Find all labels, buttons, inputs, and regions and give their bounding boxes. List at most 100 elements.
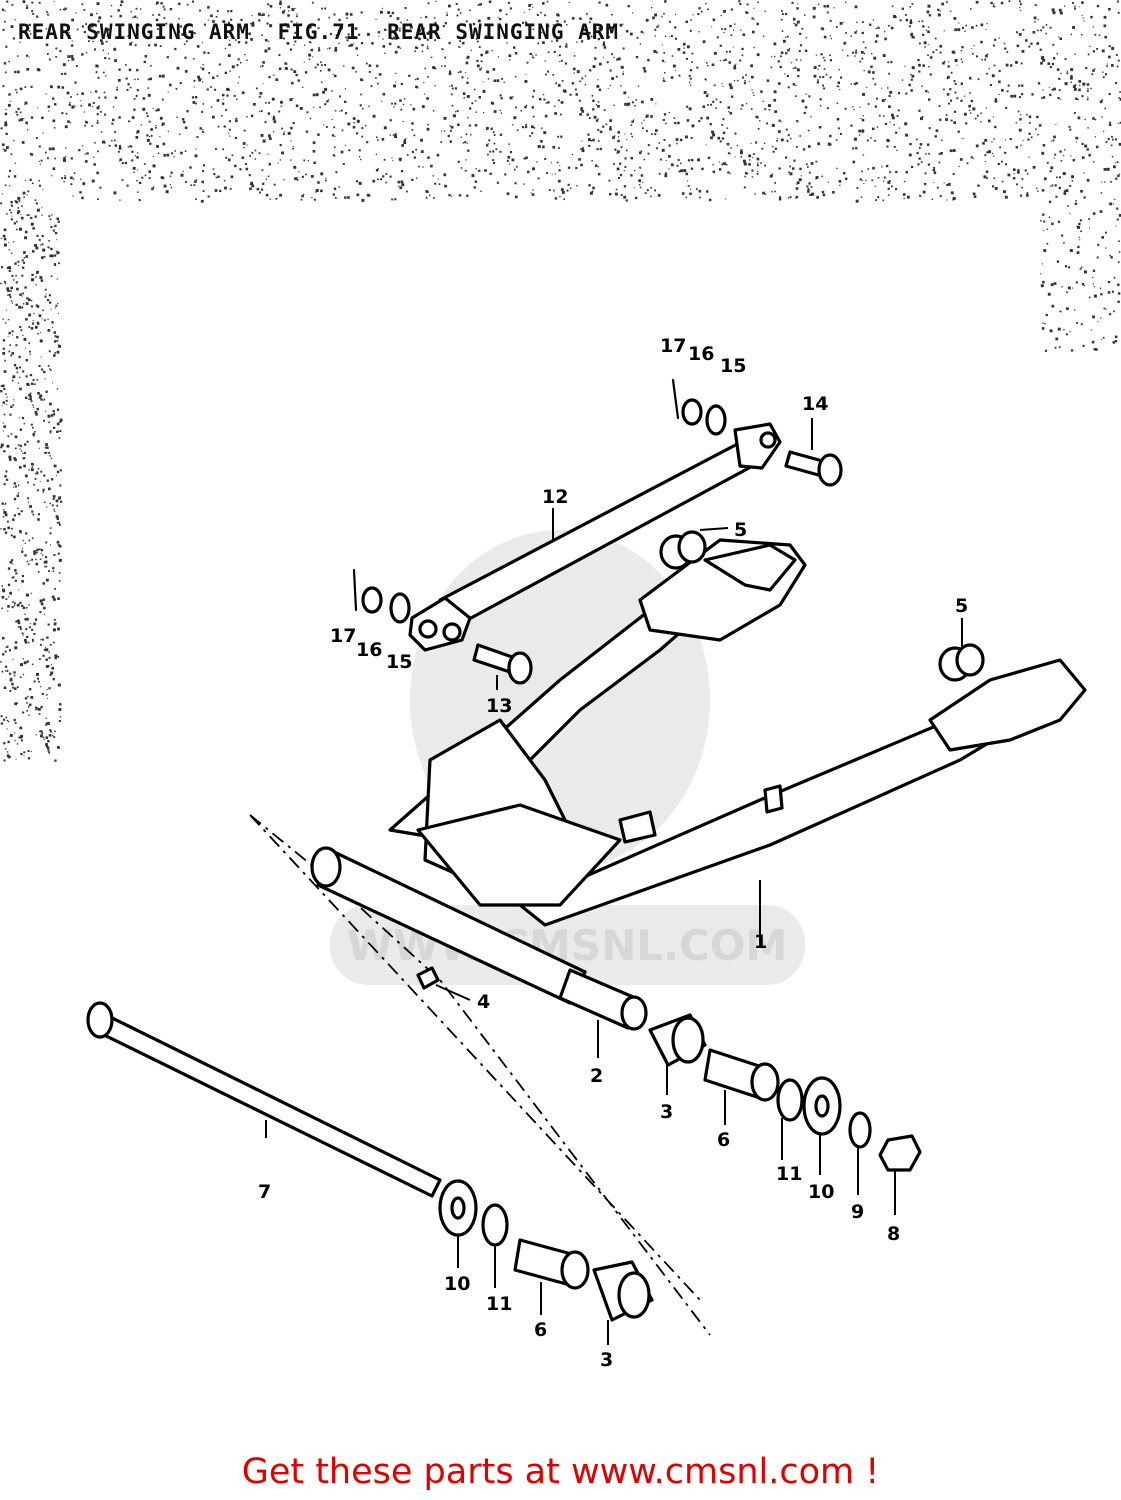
noise-dot bbox=[1086, 98, 1089, 101]
noise-dot bbox=[896, 149, 898, 151]
noise-dot bbox=[28, 23, 31, 26]
noise-dot bbox=[630, 124, 633, 126]
noise-dot bbox=[491, 24, 494, 26]
noise-dot bbox=[1101, 236, 1104, 239]
noise-dot bbox=[332, 154, 335, 157]
noise-dot bbox=[533, 89, 536, 92]
noise-dot bbox=[883, 180, 885, 182]
noise-dot bbox=[23, 423, 26, 425]
noise-dot bbox=[430, 164, 433, 168]
noise-dot bbox=[705, 79, 707, 81]
noise-dot bbox=[16, 702, 18, 704]
noise-dot bbox=[1071, 175, 1074, 179]
noise-dot bbox=[189, 166, 192, 169]
noise-dot bbox=[751, 75, 754, 79]
noise-dot bbox=[5, 646, 7, 648]
noise-dot bbox=[72, 195, 74, 197]
noise-dot bbox=[405, 138, 407, 140]
noise-dot bbox=[872, 19, 875, 21]
noise-dot bbox=[746, 103, 748, 105]
noise-dot bbox=[385, 181, 388, 184]
noise-dot bbox=[6, 669, 9, 672]
noise-dot bbox=[406, 154, 409, 156]
noise-dot bbox=[891, 113, 894, 117]
noise-dot bbox=[609, 84, 611, 86]
noise-dot bbox=[22, 658, 24, 660]
noise-dot bbox=[789, 165, 791, 168]
noise-dot bbox=[300, 198, 303, 201]
noise-dot bbox=[1041, 97, 1043, 99]
noise-dot bbox=[284, 62, 287, 65]
noise-dot bbox=[178, 17, 180, 20]
noise-dot bbox=[161, 122, 165, 126]
noise-dot bbox=[559, 45, 561, 48]
noise-dot bbox=[928, 127, 931, 130]
noise-dot bbox=[222, 20, 226, 23]
noise-dot bbox=[90, 91, 92, 93]
noise-dot bbox=[1078, 88, 1081, 92]
noise-dot bbox=[743, 186, 746, 189]
noise-dot bbox=[959, 158, 963, 161]
noise-dot bbox=[619, 23, 623, 27]
noise-dot bbox=[1066, 70, 1069, 72]
noise-dot bbox=[185, 181, 187, 183]
noise-dot bbox=[787, 134, 790, 137]
callout-3: 3 bbox=[660, 1101, 673, 1123]
noise-dot bbox=[113, 47, 117, 51]
noise-dot bbox=[1114, 340, 1118, 343]
noise-dot bbox=[614, 148, 617, 151]
noise-dot bbox=[1096, 48, 1098, 50]
noise-dot bbox=[3, 370, 7, 373]
noise-dot bbox=[393, 106, 395, 108]
noise-dot bbox=[791, 1, 794, 4]
noise-dot bbox=[393, 84, 396, 88]
noise-dot bbox=[1066, 72, 1069, 75]
noise-dot bbox=[603, 41, 605, 44]
noise-dot bbox=[1092, 26, 1094, 28]
noise-dot bbox=[526, 61, 529, 64]
noise-dot bbox=[368, 71, 371, 73]
noise-dot bbox=[456, 14, 459, 17]
noise-dot bbox=[1113, 165, 1116, 169]
noise-dot bbox=[311, 1, 314, 4]
noise-dot bbox=[19, 530, 22, 533]
noise-dot bbox=[1013, 94, 1017, 98]
noise-dot bbox=[91, 179, 95, 183]
noise-dot bbox=[615, 188, 618, 191]
noise-dot bbox=[413, 134, 416, 137]
noise-dot bbox=[1092, 283, 1094, 285]
noise-dot bbox=[2, 148, 4, 150]
noise-dot bbox=[36, 673, 39, 676]
noise-dot bbox=[61, 72, 64, 75]
noise-dot bbox=[643, 119, 645, 121]
noise-dot bbox=[166, 56, 169, 59]
noise-dot bbox=[1070, 33, 1072, 36]
noise-dot bbox=[309, 41, 311, 43]
noise-dot bbox=[830, 38, 832, 40]
noise-dot bbox=[12, 686, 15, 689]
noise-dot bbox=[402, 103, 405, 106]
noise-dot bbox=[227, 158, 231, 162]
noise-dot bbox=[878, 114, 881, 117]
footer-link[interactable]: Get these parts at www.cmsnl.com ! bbox=[241, 1452, 880, 1492]
noise-dot bbox=[37, 518, 40, 521]
noise-dot bbox=[282, 10, 285, 14]
noise-dot bbox=[623, 195, 627, 199]
noise-dot bbox=[838, 180, 842, 183]
noise-dot bbox=[17, 70, 20, 74]
noise-dot bbox=[326, 100, 329, 103]
noise-dot bbox=[961, 61, 964, 63]
noise-dot bbox=[756, 53, 760, 57]
noise-dot bbox=[920, 161, 923, 163]
noise-dot bbox=[708, 198, 712, 202]
noise-dot bbox=[442, 49, 444, 51]
noise-dot bbox=[293, 70, 297, 74]
noise-dot bbox=[822, 84, 824, 87]
noise-dot bbox=[547, 101, 550, 104]
noise-dot bbox=[634, 105, 636, 107]
noise-dot bbox=[463, 97, 465, 99]
noise-dot bbox=[53, 412, 55, 415]
noise-dot bbox=[988, 150, 991, 154]
noise-dot bbox=[213, 173, 216, 176]
noise-dot bbox=[734, 132, 737, 135]
